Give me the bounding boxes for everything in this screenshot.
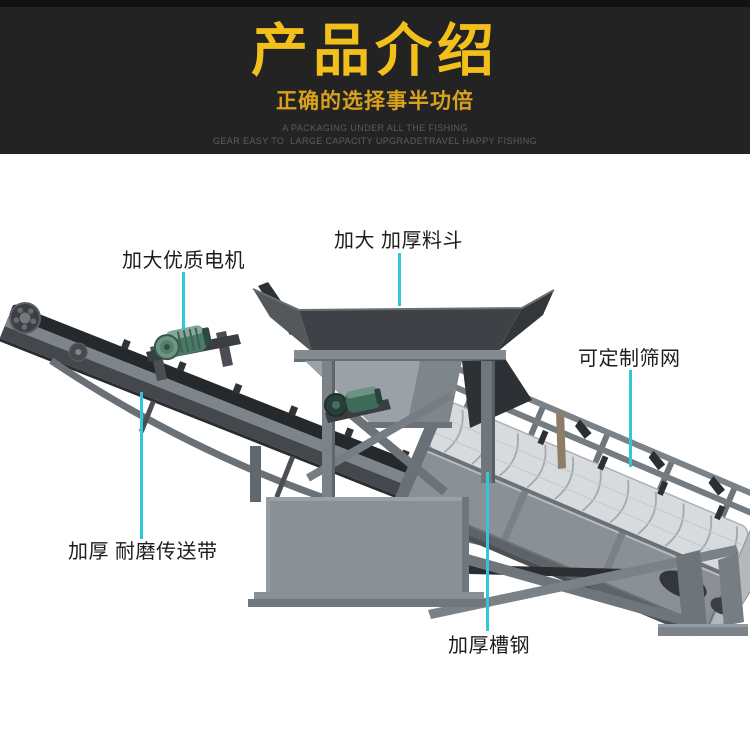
right-support-frame [428,545,748,636]
callout-label-channel: 加厚槽钢 [448,635,530,657]
hopper-post-right [481,361,495,483]
hopper [252,288,555,497]
base-plate [254,592,484,600]
drum-motor [324,386,391,423]
header-top-strip [0,0,750,7]
callout-line-hopper [398,253,401,306]
banner-title: 产品介绍 [251,19,499,83]
callout-label-mesh: 可定制筛网 [578,348,681,370]
conveyor-motor [146,325,241,381]
callout-line-mesh [629,370,632,467]
banner-subtitle: 正确的选择事半功倍 [276,88,474,113]
hopper-infeed-shadow [462,360,532,428]
callout-label-motor: 加大优质电机 [122,250,245,272]
banner-tagline-line2: GEAR EASY TO LARGE CAPACITY UPGRADETRAVE… [213,136,537,146]
callout-line-motor [182,272,185,330]
banner-tagline-line1: A PACKAGING UNDER ALL THE FISHING [282,123,468,133]
callout-label-hopper: 加大 加厚料斗 [334,230,464,252]
drum-stick [556,411,566,469]
callout-line-channel [486,472,489,631]
base-pedestal [248,446,490,607]
callout-label-belt: 加厚 耐磨传送带 [68,541,218,563]
head-pulley [9,302,41,334]
header-banner: 产品介绍 正确的选择事半功倍 A PACKAGING UNDER ALL THE… [0,0,750,154]
callout-line-belt [140,392,143,539]
